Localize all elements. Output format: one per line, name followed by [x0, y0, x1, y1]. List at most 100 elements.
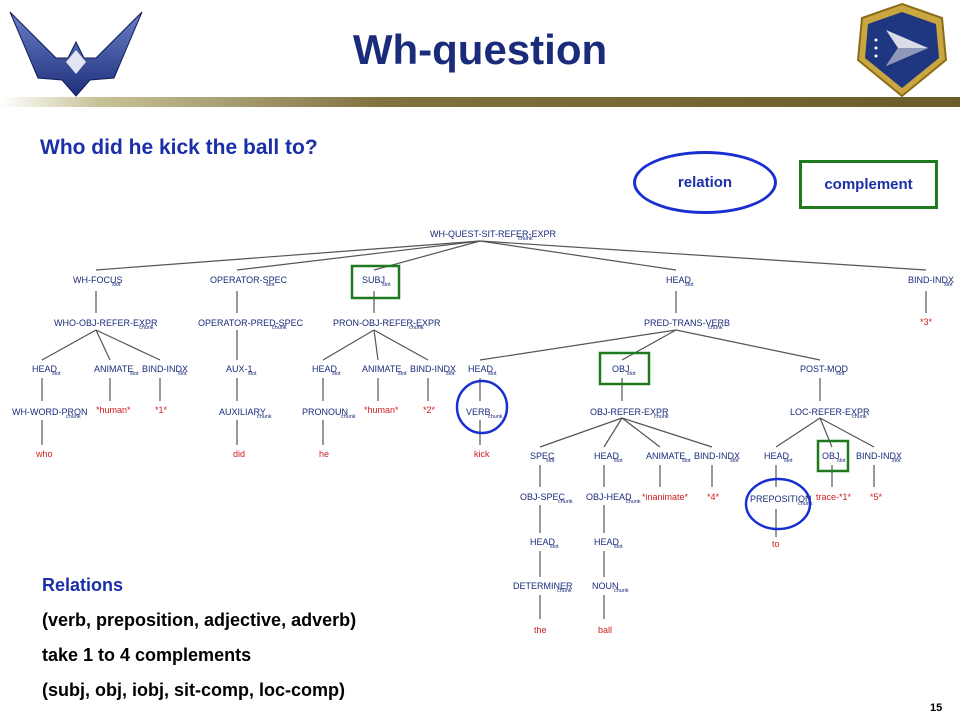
legend-complement-box: complement: [799, 160, 938, 209]
svg-text:slot: slot: [614, 458, 623, 464]
svg-text:DETERMINER: DETERMINER: [513, 581, 573, 591]
leaf-kick: kick: [474, 449, 490, 459]
svg-text:chunk: chunk: [557, 588, 572, 594]
svg-text:BIND-INDX: BIND-INDX: [908, 275, 954, 285]
svg-text:OBJ: OBJ: [612, 364, 630, 374]
svg-text:WH-QUEST-SIT-REFER-EXPR: WH-QUEST-SIT-REFER-EXPR: [430, 229, 557, 239]
svg-text:ANIMATE: ANIMATE: [646, 451, 685, 461]
svg-text:chunk: chunk: [654, 414, 669, 420]
svg-text:chunk: chunk: [139, 325, 154, 331]
svg-text:BIND-INDX: BIND-INDX: [410, 364, 456, 374]
verb-relation-ellipse: [455, 379, 509, 435]
svg-text:SPEC: SPEC: [530, 451, 555, 461]
svg-text:slot: slot: [836, 371, 845, 377]
svg-text:OBJ-SPEC: OBJ-SPEC: [520, 492, 566, 502]
svg-text:slot: slot: [52, 371, 61, 377]
svg-text:AUX-1: AUX-1: [226, 364, 253, 374]
svg-text:HEAD: HEAD: [764, 451, 790, 461]
who-human-value: *human*: [96, 405, 131, 415]
svg-text:WH-FOCUS: WH-FOCUS: [73, 275, 123, 285]
svg-text:OBJ: OBJ: [822, 451, 840, 461]
svg-text:slot: slot: [837, 458, 846, 464]
svg-text:chunk: chunk: [257, 414, 272, 420]
preposition-relation-ellipse: [744, 477, 812, 531]
legend-complement-label: complement: [824, 176, 913, 193]
svg-text:slot: slot: [546, 458, 555, 464]
svg-text:PREPOSITION: PREPOSITION: [750, 494, 812, 504]
svg-text:AUXILIARY: AUXILIARY: [219, 407, 266, 417]
svg-text:slot: slot: [248, 371, 257, 377]
svg-text:ANIMATE: ANIMATE: [94, 364, 133, 374]
svg-text:slot: slot: [730, 458, 739, 464]
svg-text:HEAD: HEAD: [468, 364, 494, 374]
svg-text:OPERATOR-PRED-SPEC: OPERATOR-PRED-SPEC: [198, 318, 304, 328]
svg-text:chunk: chunk: [558, 499, 573, 505]
svg-text:slot: slot: [784, 458, 793, 464]
svg-text:PRON-OBJ-REFER-EXPR: PRON-OBJ-REFER-EXPR: [333, 318, 441, 328]
svg-text:chunk: chunk: [852, 414, 867, 420]
svg-text:chunk: chunk: [409, 325, 424, 331]
svg-text:HEAD: HEAD: [530, 537, 556, 547]
leaf-ball: ball: [598, 625, 612, 635]
relations-line-3: (subj, obj, iobj, sit-comp, loc-comp): [42, 680, 345, 700]
svg-text:HEAD: HEAD: [32, 364, 58, 374]
svg-text:VERB: VERB: [466, 407, 491, 417]
relations-notes: Relations (verb, preposition, adjective,…: [42, 568, 356, 708]
svg-text:slot: slot: [682, 458, 691, 464]
svg-text:slot: slot: [488, 371, 497, 377]
obj-complement-box: [598, 351, 651, 386]
svg-text:BIND-INDX: BIND-INDX: [856, 451, 902, 461]
locref-trace-value: trace-*1*: [816, 492, 852, 502]
leaf-he: he: [319, 449, 329, 459]
svg-text:OBJ-REFER-EXPR: OBJ-REFER-EXPR: [590, 407, 669, 417]
svg-text:LOC-REFER-EXPR: LOC-REFER-EXPR: [790, 407, 870, 417]
svg-text:HEAD: HEAD: [312, 364, 338, 374]
tree-edges: [41, 240, 927, 619]
pron-index-2: *2*: [423, 405, 436, 415]
svg-text:slot: slot: [130, 371, 139, 377]
leaf-did: did: [233, 449, 245, 459]
relations-heading: Relations: [42, 575, 124, 595]
svg-text:chunk: chunk: [614, 588, 629, 594]
objref-inanimate-value: *inanimate*: [642, 492, 689, 502]
leaf-index-3: *3*: [920, 317, 933, 327]
svg-text:chunk: chunk: [488, 414, 503, 420]
example-question: Who did he kick the ball to?: [40, 136, 318, 159]
svg-text:slot: slot: [178, 371, 187, 377]
svg-text:chunk: chunk: [798, 501, 813, 507]
svg-text:chunk: chunk: [66, 414, 81, 420]
svg-text:chunk: chunk: [518, 236, 533, 242]
svg-text:chunk: chunk: [626, 499, 641, 505]
air-force-wings-logo: [6, 0, 146, 100]
svg-text:HEAD: HEAD: [594, 451, 620, 461]
svg-text:slot: slot: [266, 282, 275, 288]
svg-text:chunk: chunk: [341, 414, 356, 420]
subj-complement-box: [350, 264, 401, 300]
svg-text:slot: slot: [112, 282, 121, 288]
